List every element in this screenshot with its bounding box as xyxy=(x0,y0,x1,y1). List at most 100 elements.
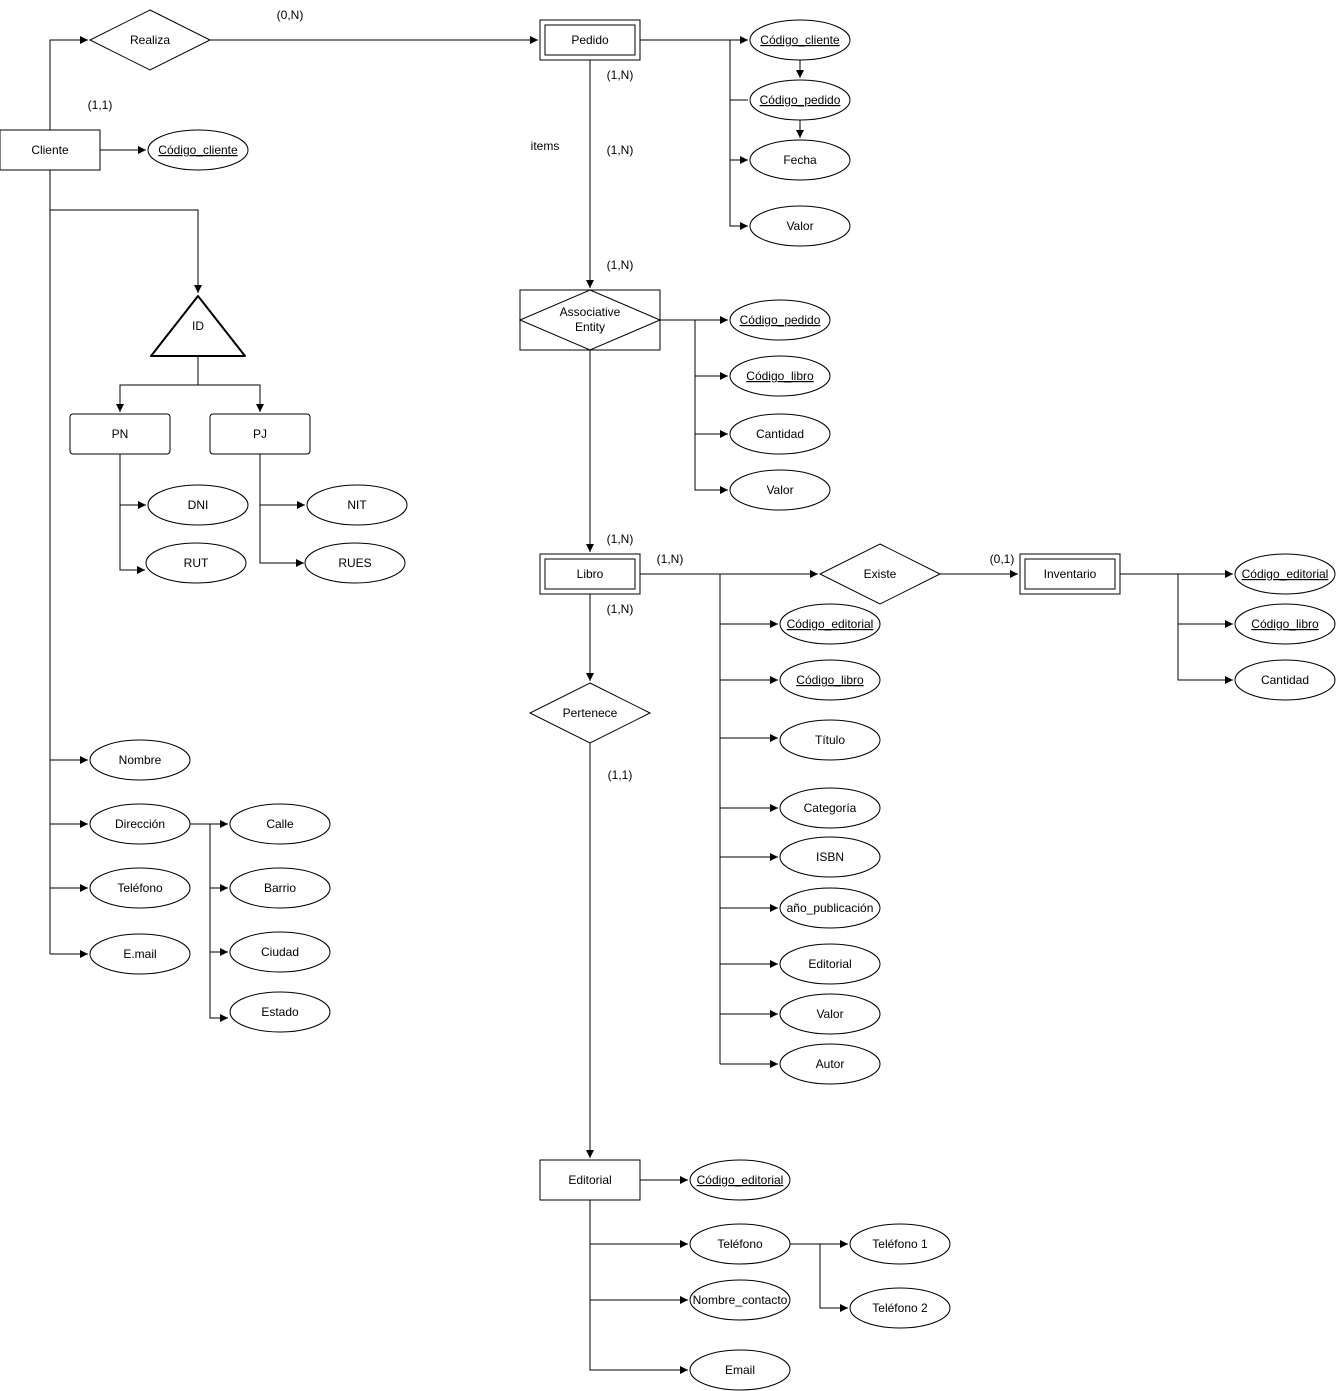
attr-label: Código_libro xyxy=(1251,617,1319,631)
attr-label: NIT xyxy=(347,498,367,512)
entity-libro[interactable]: Libro xyxy=(539,553,641,595)
attr-assoc-valor[interactable]: Valor xyxy=(729,469,831,511)
attr-label: Editorial xyxy=(808,957,851,971)
attr-editorial-email[interactable]: Email xyxy=(689,1349,791,1391)
entity-label: Libro xyxy=(577,567,604,581)
attr-assoc-cantidad[interactable]: Cantidad xyxy=(729,413,831,455)
attr-telefono-1[interactable]: Teléfono 1 xyxy=(849,1223,951,1265)
attr-label: Categoría xyxy=(804,801,857,815)
attr-direccion-calle[interactable]: Calle xyxy=(229,803,331,845)
attr-cliente-direccion[interactable]: Dirección xyxy=(89,803,191,845)
attr-label: Estado xyxy=(261,1005,299,1019)
entity-cliente[interactable]: Cliente xyxy=(0,129,101,171)
attr-libro-valor[interactable]: Valor xyxy=(779,993,881,1035)
cardinality-pertenece-editorial: (1,1) xyxy=(608,768,633,782)
attr-label: Fecha xyxy=(783,153,817,167)
attr-label: Valor xyxy=(786,219,813,233)
attr-cliente-email[interactable]: E.mail xyxy=(89,933,191,975)
attr-direccion-estado[interactable]: Estado xyxy=(229,991,331,1033)
relationship-pertenece[interactable]: Pertenece xyxy=(528,682,652,744)
attr-libro-categoria[interactable]: Categoría xyxy=(779,787,881,829)
attr-cliente-nombre[interactable]: Nombre xyxy=(89,739,191,781)
attr-label: Código_cliente xyxy=(158,143,238,157)
attr-pj-rues[interactable]: RUES xyxy=(304,542,406,584)
attr-editorial-telefono[interactable]: Teléfono xyxy=(689,1223,791,1265)
attr-label: Ciudad xyxy=(261,945,299,959)
cardinality-assoc-libro: (1,N) xyxy=(607,532,634,546)
attr-pj-nit[interactable]: NIT xyxy=(306,484,408,526)
cardinality-libro-existe: (1,N) xyxy=(657,552,684,566)
entity-label: PJ xyxy=(253,427,267,441)
attr-label: Código_editorial xyxy=(1242,567,1329,581)
attr-label: Código_libro xyxy=(746,369,814,383)
attr-libro-codeditorial[interactable]: Código_editorial xyxy=(779,603,881,645)
attr-pedido-valor[interactable]: Valor xyxy=(749,205,851,247)
attr-libro-editorial[interactable]: Editorial xyxy=(779,943,881,985)
attr-pedido-fecha[interactable]: Fecha xyxy=(749,139,851,181)
associative-label-2: Entity xyxy=(575,320,605,334)
edge-inv-cantidad xyxy=(1177,574,1233,684)
entity-associative[interactable]: Associative Entity xyxy=(518,289,662,351)
attr-libro-titulo[interactable]: Título xyxy=(779,719,881,761)
attr-label: Nombre_contacto xyxy=(693,1293,788,1307)
attr-editorial-contacto[interactable]: Nombre_contacto xyxy=(689,1279,791,1321)
cardinality-realiza-pedido: (0,N) xyxy=(277,8,304,22)
entity-label: Pedido xyxy=(571,33,609,47)
attr-label: ISBN xyxy=(816,850,844,864)
attr-direccion-barrio[interactable]: Barrio xyxy=(229,867,331,909)
attr-telefono-2[interactable]: Teléfono 2 xyxy=(849,1287,951,1329)
isa-id-triangle[interactable]: ID xyxy=(150,295,246,357)
attr-libro-autor[interactable]: Autor xyxy=(779,1043,881,1085)
attr-libro-codlibro[interactable]: Código_libro xyxy=(779,659,881,701)
attr-label: Código_editorial xyxy=(787,617,874,631)
attr-label: Teléfono xyxy=(117,881,163,895)
attr-label: Barrio xyxy=(264,881,296,895)
attr-pn-rut[interactable]: RUT xyxy=(145,542,247,584)
attr-pedido-codpedido[interactable]: Código_pedido xyxy=(749,79,851,121)
relationship-existe[interactable]: Existe xyxy=(818,543,942,605)
attr-inv-codlibro[interactable]: Código_libro xyxy=(1234,603,1336,645)
attr-libro-anio[interactable]: año_publicación xyxy=(779,887,881,929)
attr-label: Teléfono 2 xyxy=(872,1301,928,1315)
attr-label: Dirección xyxy=(115,817,165,831)
attr-direccion-ciudad[interactable]: Ciudad xyxy=(229,931,331,973)
cardinality-labels: (0,N) (1,1) (1,N) items (1,N) (1,N) (1,N… xyxy=(88,8,1015,782)
edge-id-pj xyxy=(198,384,264,412)
relationship-realiza[interactable]: Realiza xyxy=(88,9,212,71)
attr-pn-dni[interactable]: DNI xyxy=(147,484,249,526)
edge-pn-rut xyxy=(119,454,145,574)
attr-label: Teléfono 1 xyxy=(872,1237,928,1251)
cardinality-items-mid: (1,N) xyxy=(607,143,634,157)
entity-inventario[interactable]: Inventario xyxy=(1019,553,1121,595)
attr-label: Código_cliente xyxy=(760,33,840,47)
attr-libro-isbn[interactable]: ISBN xyxy=(779,836,881,878)
edge-tel-tel2 xyxy=(819,1244,848,1312)
entity-label: Cliente xyxy=(31,143,69,157)
attr-label: Email xyxy=(725,1363,755,1377)
attr-label: Código_pedido xyxy=(760,93,841,107)
cardinality-pedido-items: (1,N) xyxy=(607,68,634,82)
attr-editorial-codeditorial[interactable]: Código_editorial xyxy=(689,1159,791,1201)
attr-cliente-codigo[interactable]: Código_cliente xyxy=(147,129,249,171)
attr-label: Calle xyxy=(266,817,294,831)
relationship-label: Existe xyxy=(864,567,897,581)
attr-cliente-telefono[interactable]: Teléfono xyxy=(89,867,191,909)
entity-pedido[interactable]: Pedido xyxy=(539,19,641,61)
attr-assoc-codlibro[interactable]: Código_libro xyxy=(729,355,831,397)
attr-label: Teléfono xyxy=(717,1237,763,1251)
entity-editorial[interactable]: Editorial xyxy=(539,1159,641,1201)
attr-label: Código_pedido xyxy=(740,313,821,327)
cardinality-libro-pertenece: (1,N) xyxy=(607,602,634,616)
attr-assoc-codpedido[interactable]: Código_pedido xyxy=(729,299,831,341)
relationship-label: Pertenece xyxy=(563,706,618,720)
entity-pj[interactable]: PJ xyxy=(209,413,311,455)
attr-inv-codeditorial[interactable]: Código_editorial xyxy=(1234,553,1336,595)
attr-pedido-codcliente[interactable]: Código_cliente xyxy=(749,19,851,61)
attr-label: Título xyxy=(815,733,845,747)
attr-label: año_publicación xyxy=(787,901,874,915)
entity-pn[interactable]: PN xyxy=(69,413,171,455)
cardinality-cliente-realiza: (1,1) xyxy=(88,98,113,112)
attr-inv-cantidad[interactable]: Cantidad xyxy=(1234,659,1336,701)
isa-label: ID xyxy=(192,319,204,333)
relationship-items-label: items xyxy=(531,139,560,153)
